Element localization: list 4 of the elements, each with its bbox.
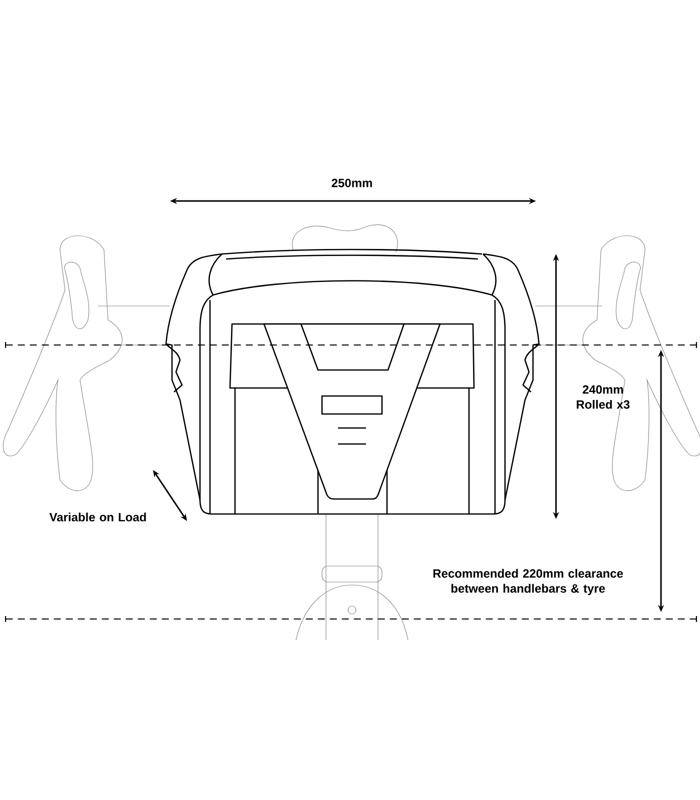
- dimension-label: 250mm: [332, 178, 372, 188]
- note-text: Variable on Load: [49, 512, 146, 522]
- note-text: Recommended 220mm clearance between handlebars & tyre: [433, 568, 623, 596]
- dimension-label: 240mm Rolled x3: [576, 385, 630, 409]
